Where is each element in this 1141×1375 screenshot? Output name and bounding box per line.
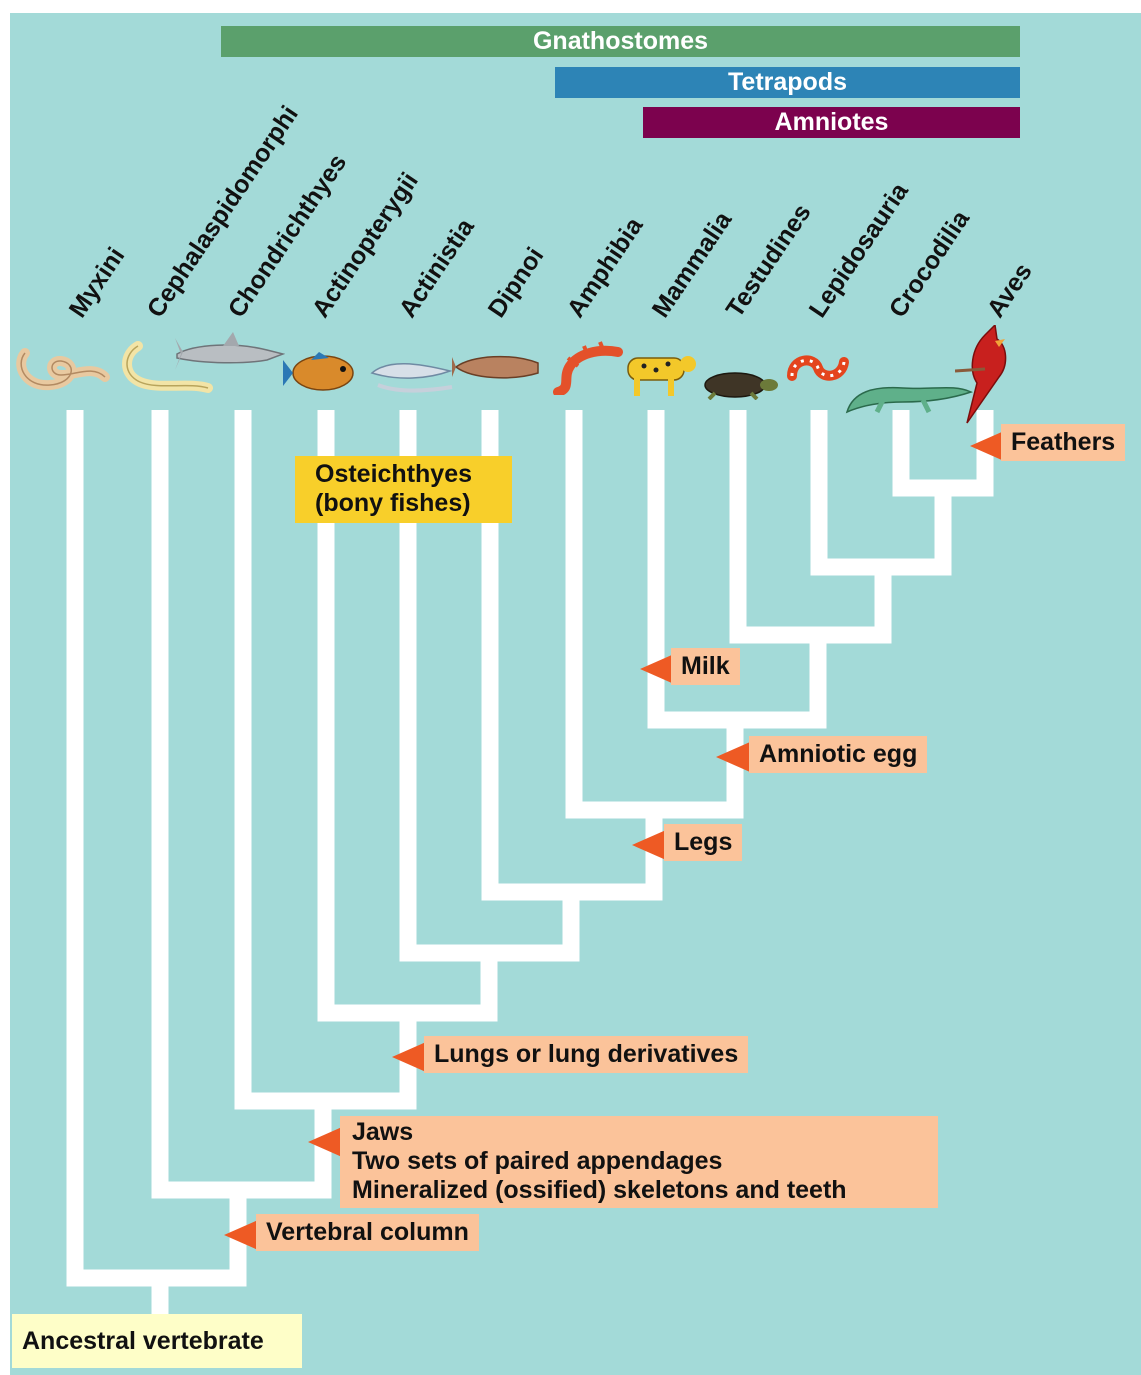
arrow-legs: [632, 830, 666, 860]
lungfish-icon: [452, 345, 542, 390]
character-label-jaws-group: Jaws Two sets of paired appendages Miner…: [340, 1116, 938, 1208]
ray-finned-fish-icon: [283, 348, 363, 398]
arrow-amniotic-egg: [716, 742, 750, 772]
character-label-vertebral-column: Vertebral column: [256, 1214, 479, 1251]
root-label-ancestral-vertebrate: Ancestral vertebrate: [12, 1314, 302, 1368]
character-label-amniotic-egg: Amniotic egg: [749, 736, 927, 773]
character-label-skeleton: Mineralized (ossified) skeletons and tee…: [352, 1176, 928, 1205]
salamander-icon: [548, 340, 628, 395]
turtle-icon: [695, 365, 780, 400]
character-label-jaws: Jaws: [352, 1118, 928, 1147]
character-label-lungs: Lungs or lung derivatives: [424, 1036, 748, 1073]
crocodile-icon: [843, 372, 973, 422]
character-label-paired-appendages: Two sets of paired appendages: [352, 1147, 928, 1176]
leopard-icon: [622, 350, 697, 400]
hagfish-icon: [15, 335, 110, 395]
arrow-lungs: [392, 1042, 426, 1072]
group-label-line1: Osteichthyes: [315, 460, 512, 489]
arrow-feathers: [970, 431, 1004, 461]
character-label-legs: Legs: [664, 824, 742, 861]
character-label-feathers: Feathers: [1001, 424, 1125, 461]
group-label-osteichthyes: Osteichthyes (bony fishes): [295, 456, 512, 523]
coelacanth-icon: [368, 345, 453, 400]
cardinal-bird-icon: [955, 325, 1020, 425]
shark-icon: [175, 330, 285, 375]
arrow-milk: [640, 654, 674, 684]
group-label-line2: (bony fishes): [315, 489, 512, 518]
arrow-vertebral-column: [224, 1220, 258, 1250]
arrow-jaws: [308, 1127, 342, 1157]
character-label-milk: Milk: [671, 648, 740, 685]
